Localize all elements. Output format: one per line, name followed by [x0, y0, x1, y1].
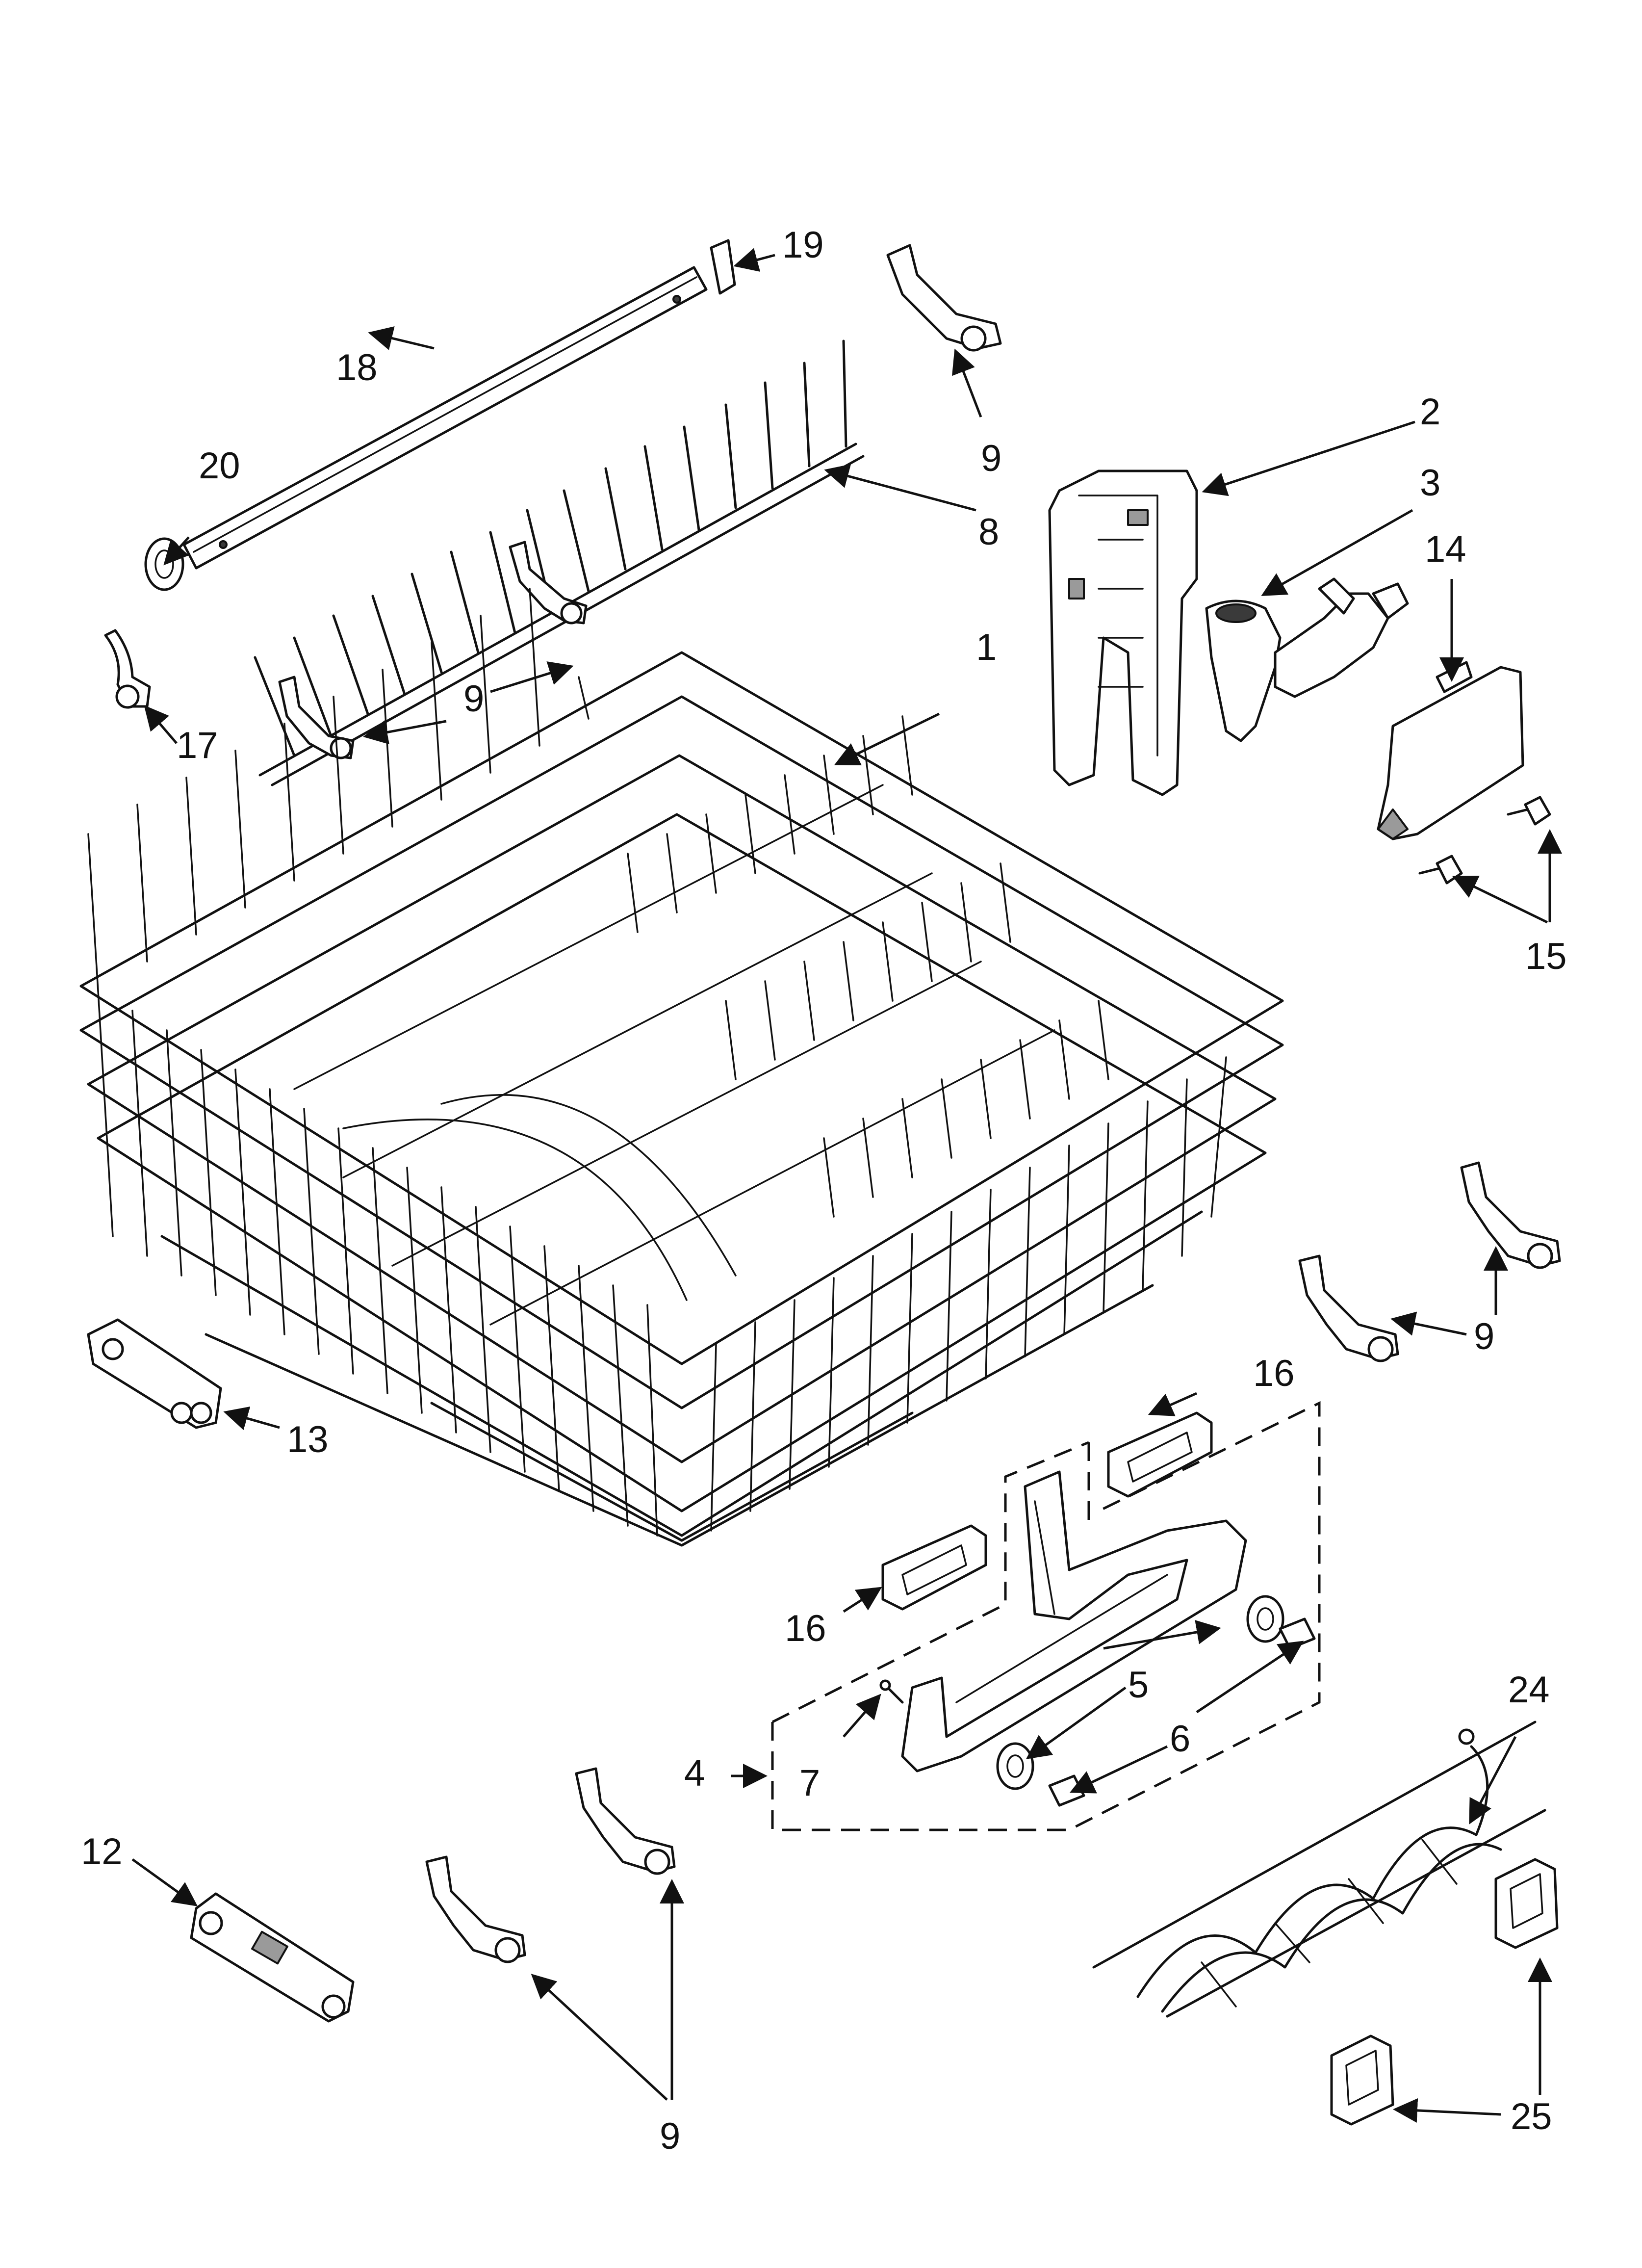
callout-8: 8 [978, 511, 999, 553]
part-13-stop [87, 1318, 222, 1429]
part-5-wheel-b [996, 1742, 1034, 1790]
callout-3: 3 [1420, 462, 1440, 504]
callout-6: 6 [1170, 1718, 1190, 1760]
part-9-clip-right-b [1298, 1254, 1399, 1362]
part-14-cover [1377, 661, 1524, 840]
callout-1: 1 [976, 626, 997, 668]
callout-15: 15 [1525, 936, 1567, 977]
callout-7: 7 [799, 1762, 820, 1804]
callout-13: 13 [287, 1419, 329, 1460]
callout-25: 25 [1511, 2096, 1552, 2138]
part-7-screw [879, 1679, 904, 1704]
callout-20: 20 [199, 445, 240, 487]
callout-5: 5 [1128, 1664, 1149, 1706]
part-8-tine-row [254, 339, 865, 786]
part-9-clip-right-a [1460, 1161, 1561, 1269]
part-4-rail-assembly [901, 1470, 1247, 1773]
part-2-side-bracket [1048, 469, 1198, 796]
part-18-rack-rail [182, 266, 708, 570]
part-9-clip-bottom-b [425, 1855, 526, 1963]
part-9-clip-bottom-a [575, 1767, 676, 1875]
callout-9-right: 9 [1474, 1316, 1494, 1357]
part-1-upper-rack [79, 588, 1284, 1547]
callout-9-upper-rack: 9 [463, 678, 484, 720]
callout-24: 24 [1508, 1669, 1550, 1711]
part-6-axle-b [1048, 1774, 1085, 1807]
callout-4: 4 [684, 1752, 705, 1794]
part-25-clip-lower [1330, 2034, 1394, 2126]
callout-18: 18 [336, 347, 378, 389]
callout-16-right: 16 [1253, 1353, 1295, 1394]
part-19-end-cap [710, 239, 736, 295]
part-9-clip-top [886, 244, 1002, 352]
callout-9-bottom: 9 [660, 2115, 680, 2157]
part-5-wheel-a [1246, 1595, 1284, 1643]
part-9-clip-upper-rack-a [509, 541, 588, 625]
part-25-clip-upper [1494, 1858, 1559, 1949]
callout-16-left: 16 [785, 1608, 826, 1649]
part-4-group-outline [771, 1401, 1321, 1831]
callout-2: 2 [1420, 391, 1440, 433]
part-15-screw-b [1418, 855, 1463, 885]
callout-9-top: 9 [981, 438, 1001, 479]
part-16-slide-right [1107, 1411, 1213, 1498]
callout-19: 19 [782, 224, 824, 266]
leader-lines [131, 248, 1562, 2123]
part-17-clip [104, 629, 151, 709]
part-3-adjuster [1205, 577, 1409, 742]
part-20-knob [144, 537, 184, 591]
part-16-slide-left [881, 1524, 987, 1611]
part-12-adjuster-assembly [190, 1892, 355, 2023]
callout-14: 14 [1425, 528, 1466, 570]
callout-17: 17 [177, 725, 218, 766]
callout-12: 12 [81, 1831, 123, 1873]
callout-labels: 1 2 3 4 5 6 7 8 9 9 9 9 12 13 14 15 16 1… [81, 224, 1567, 2157]
part-24-fold-tine-assembly [1092, 1721, 1546, 2018]
part-15-screw-a [1507, 796, 1551, 826]
